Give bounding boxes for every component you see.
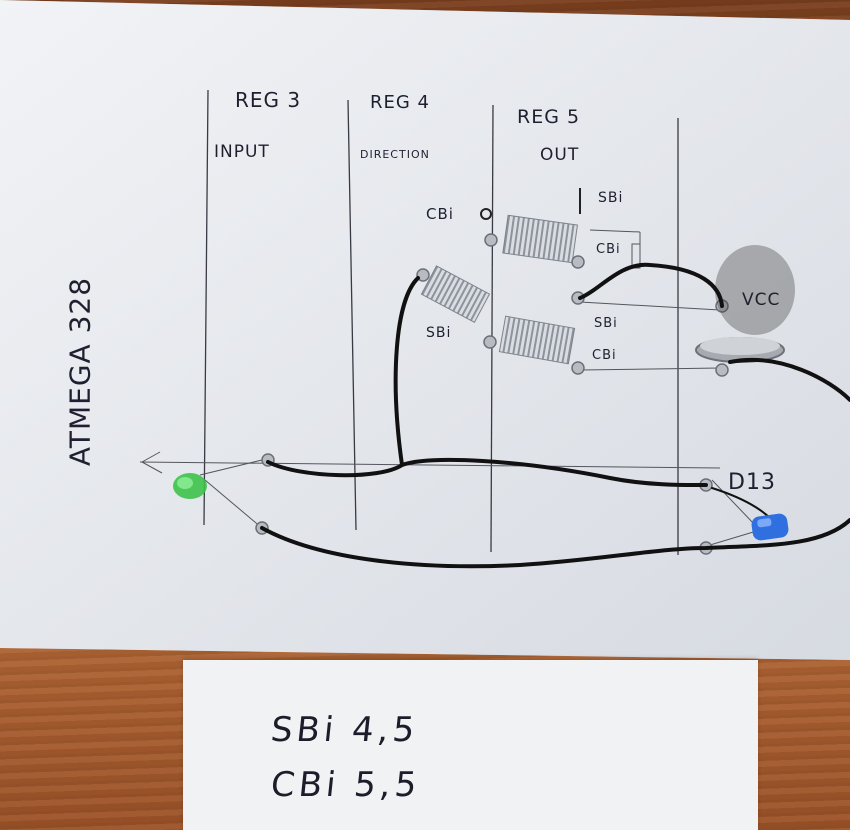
springs: [420, 214, 579, 365]
d13-label: D13: [728, 470, 776, 495]
note-paper: SBi 4,5 CBi 5,5: [183, 660, 758, 830]
divider-1: [203, 89, 209, 526]
note-line-cbi: CBi 5,5: [268, 765, 423, 805]
cbi-right-label: CBi: [596, 242, 621, 257]
wires: [260, 262, 850, 569]
cbi-lower-label: CBi: [592, 348, 617, 363]
open-terminal: [480, 208, 492, 220]
input-label: INPUT: [214, 142, 270, 162]
wire-input-d13: [266, 457, 708, 488]
spring-left: [420, 265, 491, 324]
circuit-drawing: [0, 0, 850, 660]
cbi-top-label: CBi: [426, 205, 454, 223]
circuit-sheet: REG 3 INPUT REG 4 DIRECTION REG 5 OUT AT…: [0, 0, 850, 660]
note-line-sbi: SBi 4,5: [268, 710, 421, 750]
wire-lower: [260, 518, 850, 569]
divider-3: [490, 104, 494, 553]
wire-vcc: [578, 262, 724, 308]
direction-label: DIRECTION: [360, 148, 430, 161]
spring-bottom: [498, 315, 576, 365]
chip-label: ATMEGA 328: [63, 276, 97, 467]
wire-right: [728, 357, 850, 402]
sbi-top-label: SBi: [598, 190, 624, 206]
sbi-lower-label: SBi: [594, 316, 618, 331]
green-led: [173, 473, 207, 499]
sbi-mid-label: SBi: [426, 325, 452, 341]
blue-led: [751, 513, 789, 541]
spring-top: [502, 214, 579, 264]
reg4-label: REG 4: [370, 92, 431, 113]
coin-cell-battery: [695, 245, 795, 363]
reg5-label: REG 5: [517, 106, 581, 128]
column-dividers: [203, 89, 679, 555]
reg3-label: REG 3: [235, 88, 302, 112]
wire-spring-left: [393, 276, 420, 467]
vcc-label: VCC: [742, 290, 781, 310]
divider-2: [347, 99, 357, 531]
out-label: OUT: [540, 145, 580, 165]
